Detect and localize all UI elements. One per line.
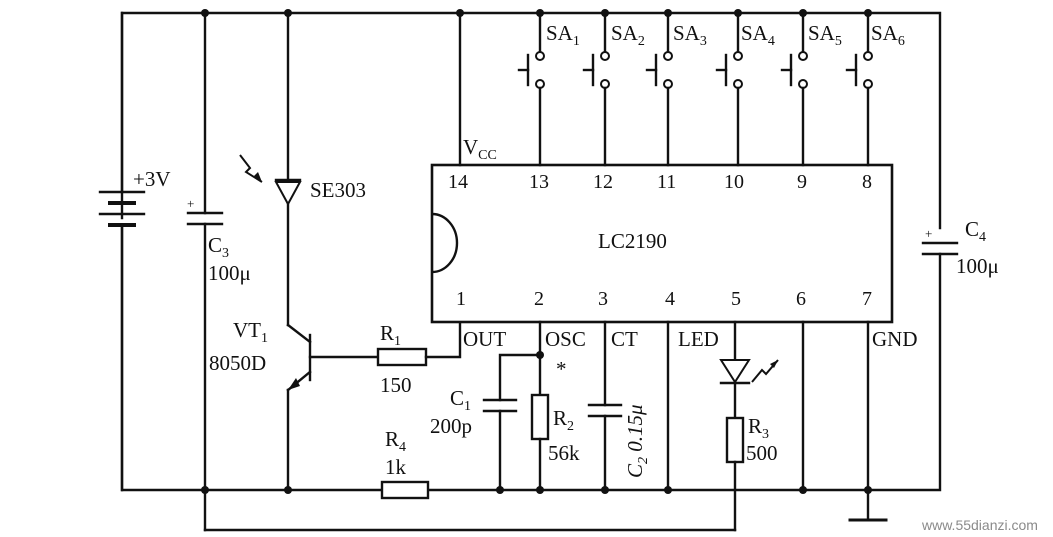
pin-7: 7	[862, 288, 872, 310]
r4-name: R4	[385, 427, 406, 455]
switch-array: SA1 SA2 SA3 SA4	[517, 11, 905, 167]
c1-value: 200p	[430, 414, 472, 438]
switch-sa1: SA1	[517, 11, 580, 167]
r3-name: R3	[748, 414, 769, 442]
r1-value: 150	[380, 373, 412, 397]
capacitor-c2: C2 0.15μ	[587, 320, 651, 492]
c2-label: C2 0.15μ	[623, 404, 651, 478]
pin-10: 10	[724, 171, 744, 193]
pin-11: 11	[657, 171, 676, 193]
junction-dots	[201, 9, 872, 494]
sa3-label: SA3	[673, 21, 707, 49]
switch-sa6: SA6	[845, 11, 905, 167]
c3-name: C3	[208, 233, 229, 261]
switch-sa3: SA3	[645, 11, 707, 167]
osc-network: C1 200p * R2 56k	[430, 320, 580, 492]
ic-name: LC2190	[598, 229, 667, 253]
r2-mark: *	[556, 357, 567, 381]
sa5-label: SA5	[808, 21, 842, 49]
switch-sa4: SA4	[715, 11, 775, 167]
vt1-name: VT1	[233, 318, 268, 346]
ic-vcc-label: VCC	[463, 135, 497, 163]
pin-14: 14	[448, 171, 468, 193]
c4-polarity: +	[925, 226, 932, 241]
r1-name: R1	[380, 321, 401, 349]
watermark-text: www.55dianzi.com	[921, 517, 1038, 533]
r2-value: 56k	[548, 441, 580, 465]
ic-osc-label: OSC	[545, 327, 586, 351]
sa4-label: SA4	[741, 21, 775, 49]
switch-sa5: SA5	[780, 11, 842, 167]
photodiode-se303: SE303	[239, 11, 366, 327]
sa6-label: SA6	[871, 21, 905, 49]
sa2-label: SA2	[611, 21, 645, 49]
ic-lc2190: LC2190 VCC 14 13 12 11 10 9 8 1 2 3 4 5 …	[430, 11, 918, 351]
pin-8: 8	[862, 171, 872, 193]
r4-value: 1k	[385, 455, 407, 479]
pin-13: 13	[529, 171, 549, 193]
pin-2: 2	[534, 288, 544, 310]
pin-4: 4	[665, 288, 675, 310]
c4-name: C4	[965, 217, 986, 245]
pin-9: 9	[797, 171, 807, 193]
battery-label: +3V	[133, 167, 171, 191]
r3-value: 500	[746, 441, 778, 465]
se303-label: SE303	[310, 178, 366, 202]
switch-sa2: SA2	[582, 11, 645, 167]
pin-12: 12	[593, 171, 613, 193]
pin-5: 5	[731, 288, 741, 310]
c1-name: C1	[450, 386, 471, 414]
pin-6: 6	[796, 288, 806, 310]
resistor-r1: R1 150	[376, 320, 462, 397]
pin-3: 3	[598, 288, 608, 310]
led-r3: R3 500	[719, 320, 779, 532]
ic-out-label: OUT	[463, 327, 506, 351]
sa1-label: SA1	[546, 21, 580, 49]
battery: +3V	[98, 11, 171, 492]
resistor-r4: R4 1k	[380, 427, 430, 500]
c3-value: 100μ	[208, 261, 251, 285]
c3-polarity: +	[187, 196, 194, 211]
ic-gnd-label: GND	[872, 327, 918, 351]
vt1-value: 8050D	[209, 351, 266, 375]
r2-name: R2	[553, 406, 574, 434]
transistor-vt1: VT1 8050D	[209, 318, 380, 492]
ic-ct-label: CT	[611, 327, 638, 351]
capacitor-c3: + C3 100μ	[186, 11, 251, 532]
pin-1: 1	[456, 288, 466, 310]
c4-value: 100μ	[956, 254, 999, 278]
ic-led-label: LED	[678, 327, 719, 351]
capacitor-c4: + C4 100μ	[921, 217, 999, 278]
